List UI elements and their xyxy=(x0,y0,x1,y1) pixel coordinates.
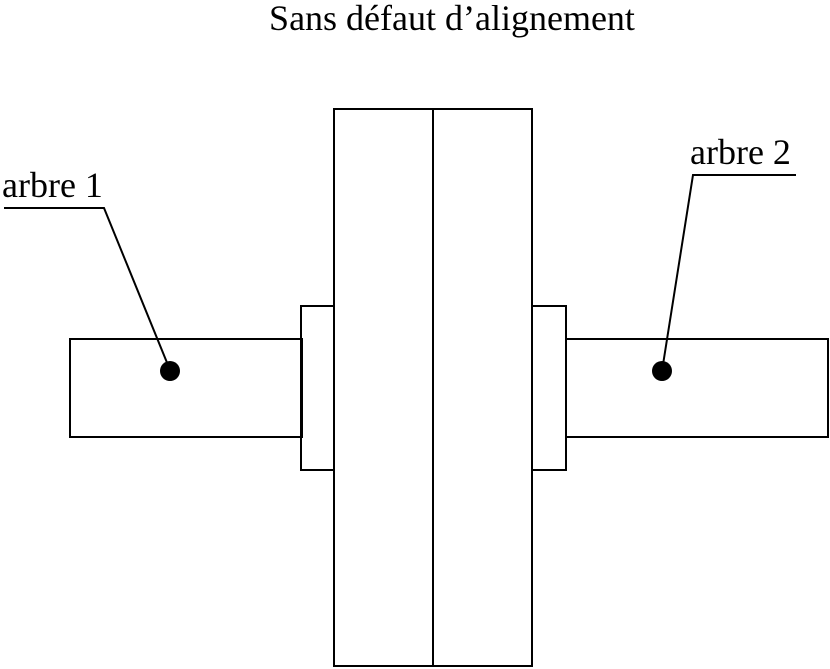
diagram-title: Sans défaut d’alignement xyxy=(269,0,635,38)
shaft-1 xyxy=(69,338,303,438)
shaft-2-center-dot xyxy=(652,361,672,381)
shaft-1-center-dot xyxy=(160,361,180,381)
flange-left xyxy=(333,108,434,667)
shaft-1-label: arbre 1 xyxy=(2,165,103,205)
flange-right xyxy=(432,108,533,667)
shaft-2 xyxy=(565,338,829,438)
leader-line-shaft-2 xyxy=(661,174,796,372)
leader-line-shaft-1 xyxy=(4,207,171,371)
shaft-2-label: arbre 2 xyxy=(690,132,791,172)
hub-left xyxy=(300,305,335,471)
hub-right xyxy=(531,305,567,471)
